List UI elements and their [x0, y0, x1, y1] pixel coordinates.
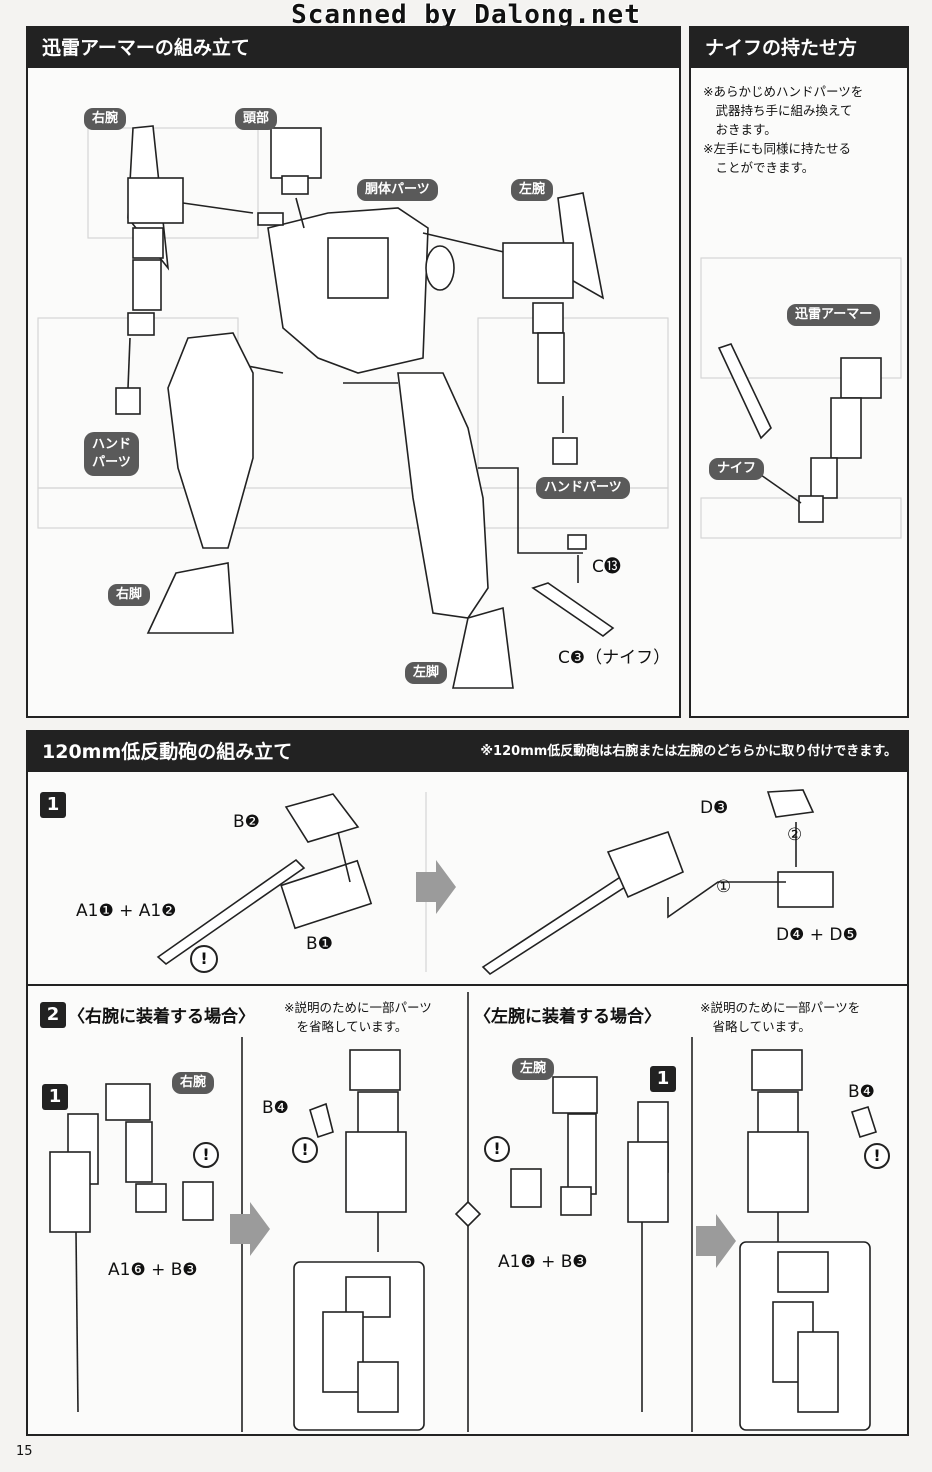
part-b1: B❶: [306, 934, 333, 954]
b4-part-shape-left: [850, 1105, 878, 1139]
right-substep-badge: 1: [42, 1084, 68, 1110]
right-arm-note: ※説明のために一部パーツ を省略しています。: [284, 1000, 432, 1034]
label-step2-left-arm: 左腕: [512, 1058, 555, 1080]
step-divider: [28, 984, 907, 986]
step1-caution-mark: !: [200, 949, 208, 968]
label-armor: 迅雷アーマー: [787, 304, 881, 326]
page-number: 15: [16, 1444, 33, 1459]
c13-part-shape: [567, 534, 587, 550]
left-arm-note: ※説明のために一部パーツを 省略しています。: [700, 1000, 861, 1034]
cannon-header-note: ※120mm低反動砲は右腕または左腕のどちらかに取り付けできます。: [480, 744, 897, 759]
a16-b3-part-shape-right: [182, 1181, 214, 1221]
barrel-shroud-shape: [606, 830, 685, 899]
cannon-assembly-panel: 120mm低反動砲の組み立て ※120mm低反動砲は右腕または左腕のどちらかに取…: [26, 730, 909, 1436]
right-arm-heading: 〈右腕に装着する場合〉: [68, 1007, 255, 1027]
label-knife: ナイフ: [709, 458, 765, 480]
part-b4-left: B❹: [848, 1082, 875, 1102]
order-marker-1: ①: [716, 877, 732, 897]
center-divider-marker: [454, 1200, 482, 1228]
label-hand-parts-left: ハンド パーツ: [84, 432, 140, 476]
part-c13: C⓭: [592, 557, 621, 577]
step1-badge: 1: [40, 792, 66, 818]
part-a16-b3-left: A1❻ + B❸: [498, 1252, 588, 1272]
step2-badge: 2: [40, 1002, 66, 1028]
caution-mark-1: !: [202, 1145, 210, 1164]
left-leg-shape: [397, 372, 489, 619]
label-step2-right-arm: 右腕: [172, 1072, 215, 1094]
a16-b3-part-shape-left: [510, 1168, 542, 1208]
knife-part-shape: [531, 582, 615, 637]
knife-grip-illustration: [700, 257, 902, 539]
knife-grip-notes: ※あらかじめハンドパーツを 武器持ち手に組み換えて おきます。 ※左手にも同様に…: [703, 84, 864, 175]
barrel-left-shape: [156, 858, 306, 966]
knife-grip-title: ナイフの持たせ方: [691, 28, 907, 68]
step2-illustration: [49, 992, 878, 1432]
part-c3-knife: C❸（ナイフ）: [558, 648, 671, 668]
caution-mark-2: !: [301, 1140, 309, 1159]
part-d3: D❸: [700, 798, 729, 818]
right-leg-shape: [167, 332, 254, 549]
label-torso: 胴体パーツ: [357, 179, 438, 201]
part-a16-b3-right: A1❻ + B❸: [108, 1260, 198, 1280]
label-hand-parts-right: ハンドパーツ: [536, 477, 630, 499]
d4-d5-part-shape: [777, 871, 834, 908]
knife-blade-shape: [717, 343, 772, 440]
part-b4-right: B❹: [262, 1098, 289, 1118]
step1-illustration: [156, 789, 834, 976]
part-b2: B❷: [233, 812, 260, 832]
left-arm-heading: 〈左腕に装着する場合〉: [474, 1007, 661, 1027]
step1-caution-icon: !: [190, 945, 218, 973]
left-progress-arrow: [696, 1214, 736, 1268]
armor-assembly-title: 迅雷アーマーの組み立て: [28, 28, 679, 68]
part-a1-1-a1-2: A1❶ + A1❷: [76, 901, 177, 921]
left-substep-badge: 1: [650, 1066, 676, 1092]
right-progress-arrow: [230, 1202, 270, 1256]
label-left-leg: 左脚: [405, 662, 448, 684]
label-left-arm: 左腕: [511, 179, 554, 201]
label-right-arm: 右腕: [84, 108, 127, 130]
step2-caution-icon-2: !: [292, 1137, 318, 1163]
armor-assembly-illustration: [37, 125, 669, 689]
order-marker-2: ②: [787, 825, 803, 845]
step1-progress-arrow: [416, 860, 456, 914]
part-d4-d5: D❹ + D❺: [776, 925, 858, 945]
caution-mark-3: !: [493, 1139, 501, 1158]
armor-assembly-panel: 迅雷アーマーの組み立て: [26, 26, 681, 718]
label-right-leg: 右脚: [108, 584, 151, 606]
b4-part-shape-right: [309, 1102, 334, 1139]
d3-part-shape: [766, 789, 815, 818]
cannon-assembly-title: 120mm低反動砲の組み立て: [28, 732, 907, 772]
caution-mark-4: !: [873, 1146, 881, 1165]
step2-caution-icon-1: !: [193, 1142, 219, 1168]
step2-caution-icon-4: !: [864, 1143, 890, 1169]
step2-caution-icon-3: !: [484, 1136, 510, 1162]
b2-cover-shape: [284, 793, 360, 843]
knife-grip-panel: ナイフの持たせ方 ※あらかじめハンドパーツを 武器持ち手に組み換えて おきます。…: [689, 26, 909, 718]
label-head: 頭部: [235, 108, 278, 130]
scan-title: Scanned by Dalong.net: [291, 0, 641, 30]
